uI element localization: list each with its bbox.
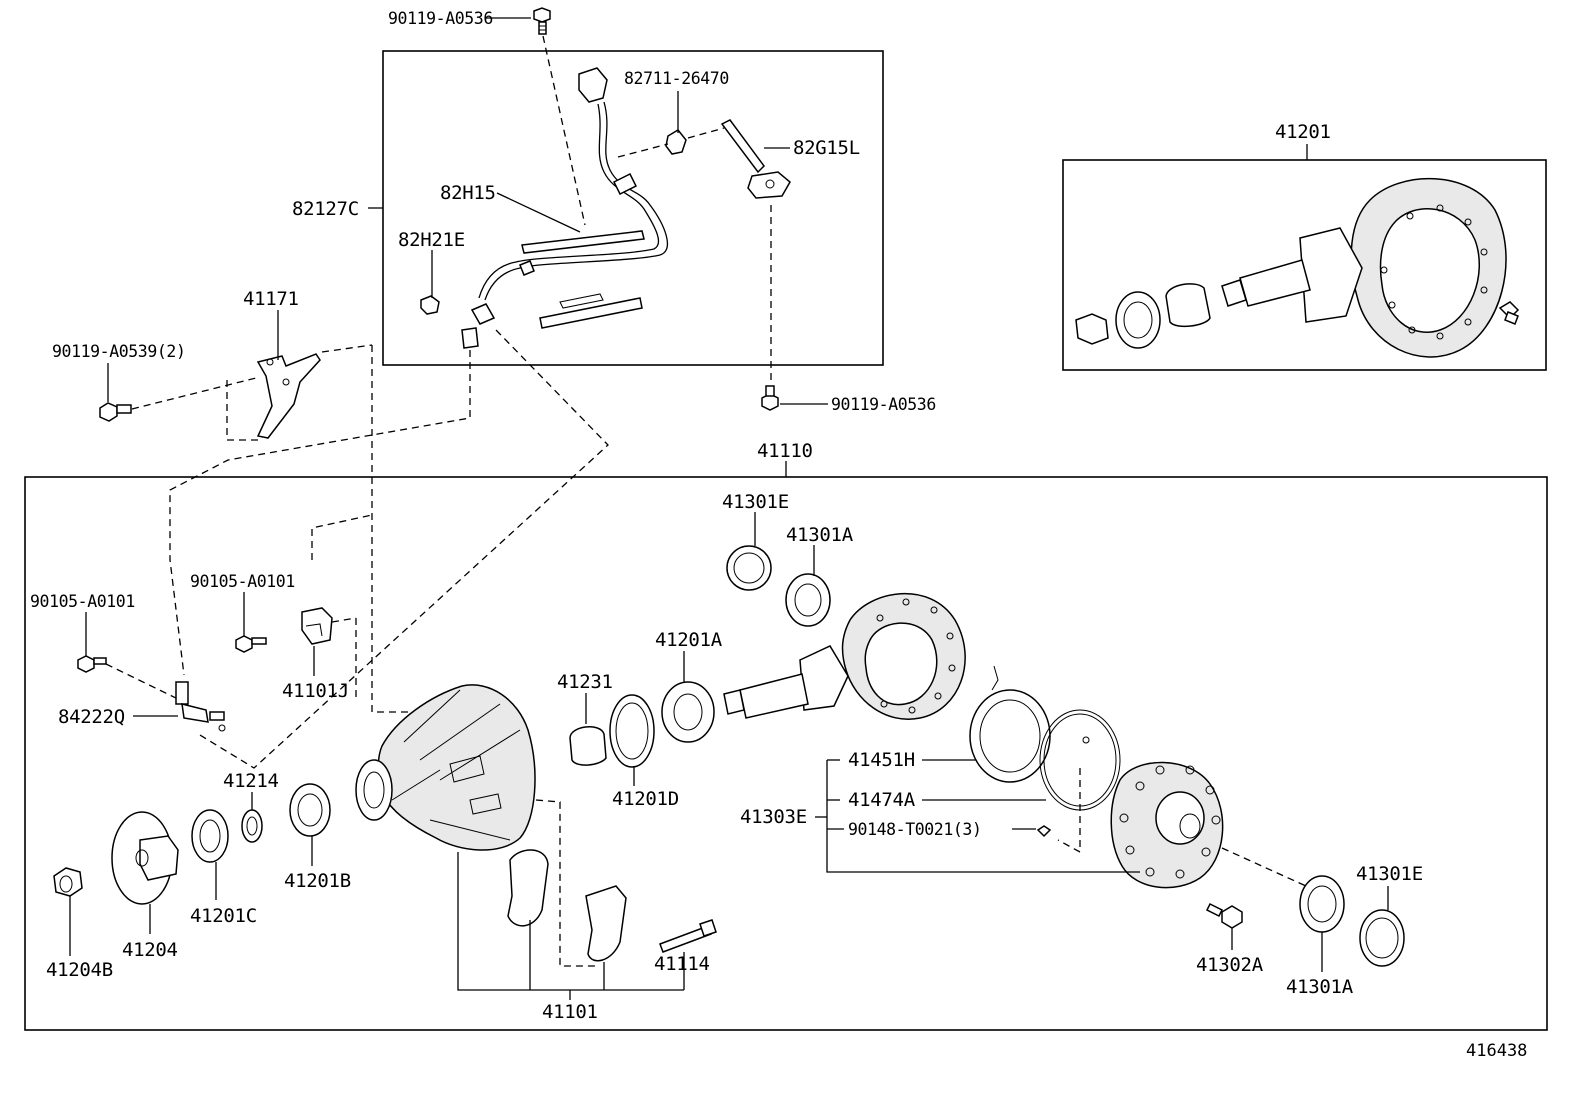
screw-90148-t0021[interactable] [1036, 825, 1052, 838]
sensor-84222q[interactable] [175, 681, 226, 732]
label-41201: 41201 [1275, 121, 1331, 143]
shim-41201d[interactable] [609, 694, 655, 768]
abs-rotor-41451h[interactable] [969, 665, 1051, 783]
carrier-housing-41101[interactable] [355, 684, 536, 851]
oil-seal-41301e-bottom[interactable] [1359, 909, 1405, 967]
label-41301e-bottom: 41301E [1356, 863, 1423, 885]
differential-case[interactable] [1110, 761, 1224, 889]
bolt-90105-a0101-left[interactable] [77, 655, 107, 673]
label-90148-t0021-3: 90148-T0021(3) [848, 820, 981, 839]
diagram-id: 416438 [1466, 1041, 1527, 1061]
label-82h21e: 82H21E [398, 229, 465, 251]
bearing-cap-41101-a[interactable] [507, 849, 549, 927]
label-82h15: 82H15 [440, 182, 496, 204]
label-41302a: 41302A [1196, 954, 1264, 976]
label-41301e-top: 41301E [722, 491, 789, 513]
label-41474a: 41474A [848, 789, 916, 811]
bearing-41201b[interactable] [289, 783, 331, 837]
label-41101: 41101 [542, 1001, 598, 1023]
label-90119-a0539-2: 90119-A0539(2) [52, 342, 185, 361]
oil-seal-41201c[interactable] [191, 809, 229, 863]
abs-sensor-41101j[interactable] [301, 607, 333, 645]
label-90119-a0536-top: 90119-A0536 [388, 9, 493, 28]
label-82711-26470: 82711-26470 [624, 69, 729, 88]
label-41201d: 41201D [612, 788, 679, 810]
label-90119-a0536-mid: 90119-A0536 [831, 395, 936, 414]
clip-82711-26470[interactable] [665, 129, 687, 155]
bearing-41301a-bottom[interactable] [1299, 875, 1345, 933]
label-41301a-top: 41301A [786, 524, 854, 546]
harness-clamp-82h15[interactable] [521, 230, 645, 329]
bearing-41201-group[interactable] [1075, 283, 1211, 349]
label-90105-a0101-mid: 90105-A0101 [190, 572, 295, 591]
label-82127c: 82127C [292, 198, 359, 220]
differential-carrier-group-box [24, 476, 1548, 1031]
label-41231: 41231 [557, 671, 613, 693]
bolt-90119-a0536-top[interactable] [533, 7, 551, 35]
bolt-41302a[interactable] [1205, 902, 1243, 929]
label-41204b: 41204B [46, 959, 113, 981]
abs-sensor-wire-harness[interactable] [461, 67, 669, 349]
label-84222q: 84222Q [58, 706, 125, 728]
label-41171: 41171 [243, 288, 299, 310]
bracket-41171[interactable] [256, 353, 321, 439]
label-41201a: 41201A [655, 629, 723, 651]
sensor-bracket-82g15l[interactable] [720, 119, 791, 199]
label-41201b: 41201B [284, 870, 351, 892]
bolt-90119-a0536-mid[interactable] [761, 385, 779, 411]
nut-41204b[interactable] [53, 867, 83, 897]
label-41201c: 41201C [190, 905, 257, 927]
washer-41214[interactable] [241, 809, 263, 843]
spacer-41231[interactable] [569, 726, 607, 766]
label-41110: 41110 [757, 440, 813, 462]
bolt-41201[interactable] [1498, 301, 1520, 325]
wire-harness-group-box [382, 50, 884, 366]
companion-flange-41204[interactable] [111, 811, 179, 905]
label-41214: 41214 [223, 770, 279, 792]
clamp-82h21e[interactable] [420, 295, 440, 315]
label-82g15l: 82G15L [793, 137, 860, 159]
label-41101j: 41101J [282, 680, 349, 702]
ring-gear-pinion-41201[interactable] [1221, 177, 1507, 358]
oil-seal-41301e-top[interactable] [726, 545, 772, 591]
bearing-41301a-top[interactable] [785, 573, 831, 627]
label-41303e: 41303E [740, 806, 807, 828]
bearing-41201a[interactable] [661, 681, 715, 743]
sensor-90105-a0101-mid[interactable] [235, 635, 267, 653]
label-41301a-bottom: 41301A [1286, 976, 1354, 998]
label-41204: 41204 [122, 939, 178, 961]
label-90105-a0101-left: 90105-A0101 [30, 592, 135, 611]
ring-gear-carrier[interactable] [723, 592, 966, 720]
bolt-90119-a0539[interactable] [99, 402, 132, 422]
bearing-cap-41101-b[interactable] [585, 885, 627, 962]
bolt-41114[interactable] [659, 919, 717, 953]
ring-pinion-group-box [1062, 159, 1547, 371]
label-41451h: 41451H [848, 749, 915, 771]
label-41114: 41114 [654, 953, 710, 975]
